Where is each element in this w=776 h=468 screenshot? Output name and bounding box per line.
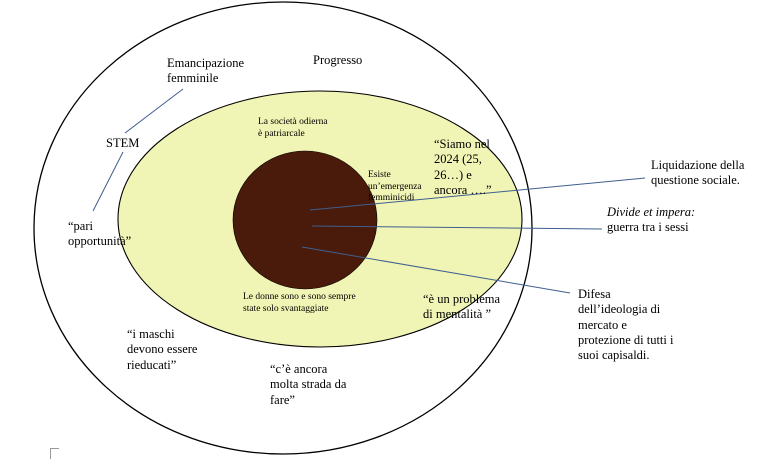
siamo-line-1: “Siamo nel <box>434 137 490 151</box>
strada-line-2: molta strada da <box>270 377 347 392</box>
strada-line-3: fare” <box>270 392 295 407</box>
siamo-line-3: 26…) e <box>434 167 472 182</box>
connector-liquidazione <box>309 177 646 211</box>
label-pari-opportunita: “pari opportunità” <box>68 219 131 250</box>
siamo-line-4: ancora ….” <box>434 182 492 197</box>
emancipazione-line-1: Emancipazione <box>167 56 245 70</box>
label-emergenza-femminicidi: Esiste un’emergenza femminicidi <box>368 170 422 205</box>
connector-difesa <box>301 246 571 294</box>
page-corner-mark <box>50 448 59 459</box>
siamo-line-2: 2024 (25, <box>434 152 482 167</box>
connector-emancipazione-stem <box>124 88 184 134</box>
label-siamo-nel-2024: “Siamo nel 2024 (25, 26…) e ancora ….” <box>434 137 492 198</box>
difesa-line-4: protezione di tutti i <box>578 332 674 347</box>
difesa-line-3: mercato e <box>578 317 627 332</box>
label-liquidazione-questione-sociale: Liquidazione della questione sociale. <box>651 158 744 189</box>
maschi-line-3: rieducati” <box>127 357 177 372</box>
label-maschi-rieducati: “i maschi devono essere rieducati” <box>127 327 197 373</box>
strada-line-1: “c’è ancora <box>270 362 328 376</box>
divide-et-impera-text: Divide et impera: <box>607 205 696 219</box>
label-emancipazione-femminile: Emancipazione femminile <box>167 56 244 87</box>
emergenza-line-2: un’emergenza <box>368 181 422 192</box>
label-strada-da-fare: “c’è ancora molta strada da fare” <box>270 362 346 408</box>
emergenza-line-1: Esiste <box>368 170 391 180</box>
label-difesa-ideologia: Difesa dell’ideologia di mercato e prote… <box>578 287 673 363</box>
label-societa-patriarcale: La società odierna è patriarcale <box>258 117 328 140</box>
maschi-line-2: devono essere <box>127 342 198 357</box>
maschi-line-1: “i maschi <box>127 327 175 341</box>
societa-line-1: La società odierna <box>258 117 328 127</box>
difesa-line-1: Difesa <box>578 287 611 301</box>
difesa-line-5: suoi capisaldi. <box>578 348 650 362</box>
label-stem: STEM <box>106 136 140 150</box>
connector-divide-et-impera <box>311 225 603 230</box>
label-divide-et-impera: Divide et impera: guerra tra i sessi <box>607 205 695 236</box>
label-donne-svantaggiate: Le donne sono e sono sempre state solo s… <box>243 292 356 315</box>
liquidazione-line-2: questione sociale. <box>651 173 740 188</box>
emancipazione-line-2: femminile <box>167 71 219 86</box>
inner-circle <box>232 150 378 290</box>
donne-line-2: state solo svantaggiate <box>243 303 329 314</box>
label-progresso: Progresso <box>313 53 363 67</box>
pari-line-1: “pari <box>68 219 93 233</box>
label-problema-mentalita: “è un problema di mentalità ” <box>423 292 500 323</box>
donne-line-1: Le donne sono e sono sempre <box>243 292 356 302</box>
societa-line-2: è patriarcale <box>258 128 305 139</box>
emergenza-line-3: femminicidi <box>368 193 415 204</box>
guerra-tra-sessi-text: guerra tra i sessi <box>607 220 689 235</box>
liquidazione-line-1: Liquidazione della <box>651 158 745 172</box>
problema-line-1: “è un problema <box>423 292 501 306</box>
pari-line-2: opportunità” <box>68 234 132 249</box>
connector-stem-pari-opportunita <box>92 151 124 212</box>
problema-line-2: di mentalità ” <box>423 307 492 322</box>
difesa-line-2: dell’ideologia di <box>578 302 661 317</box>
